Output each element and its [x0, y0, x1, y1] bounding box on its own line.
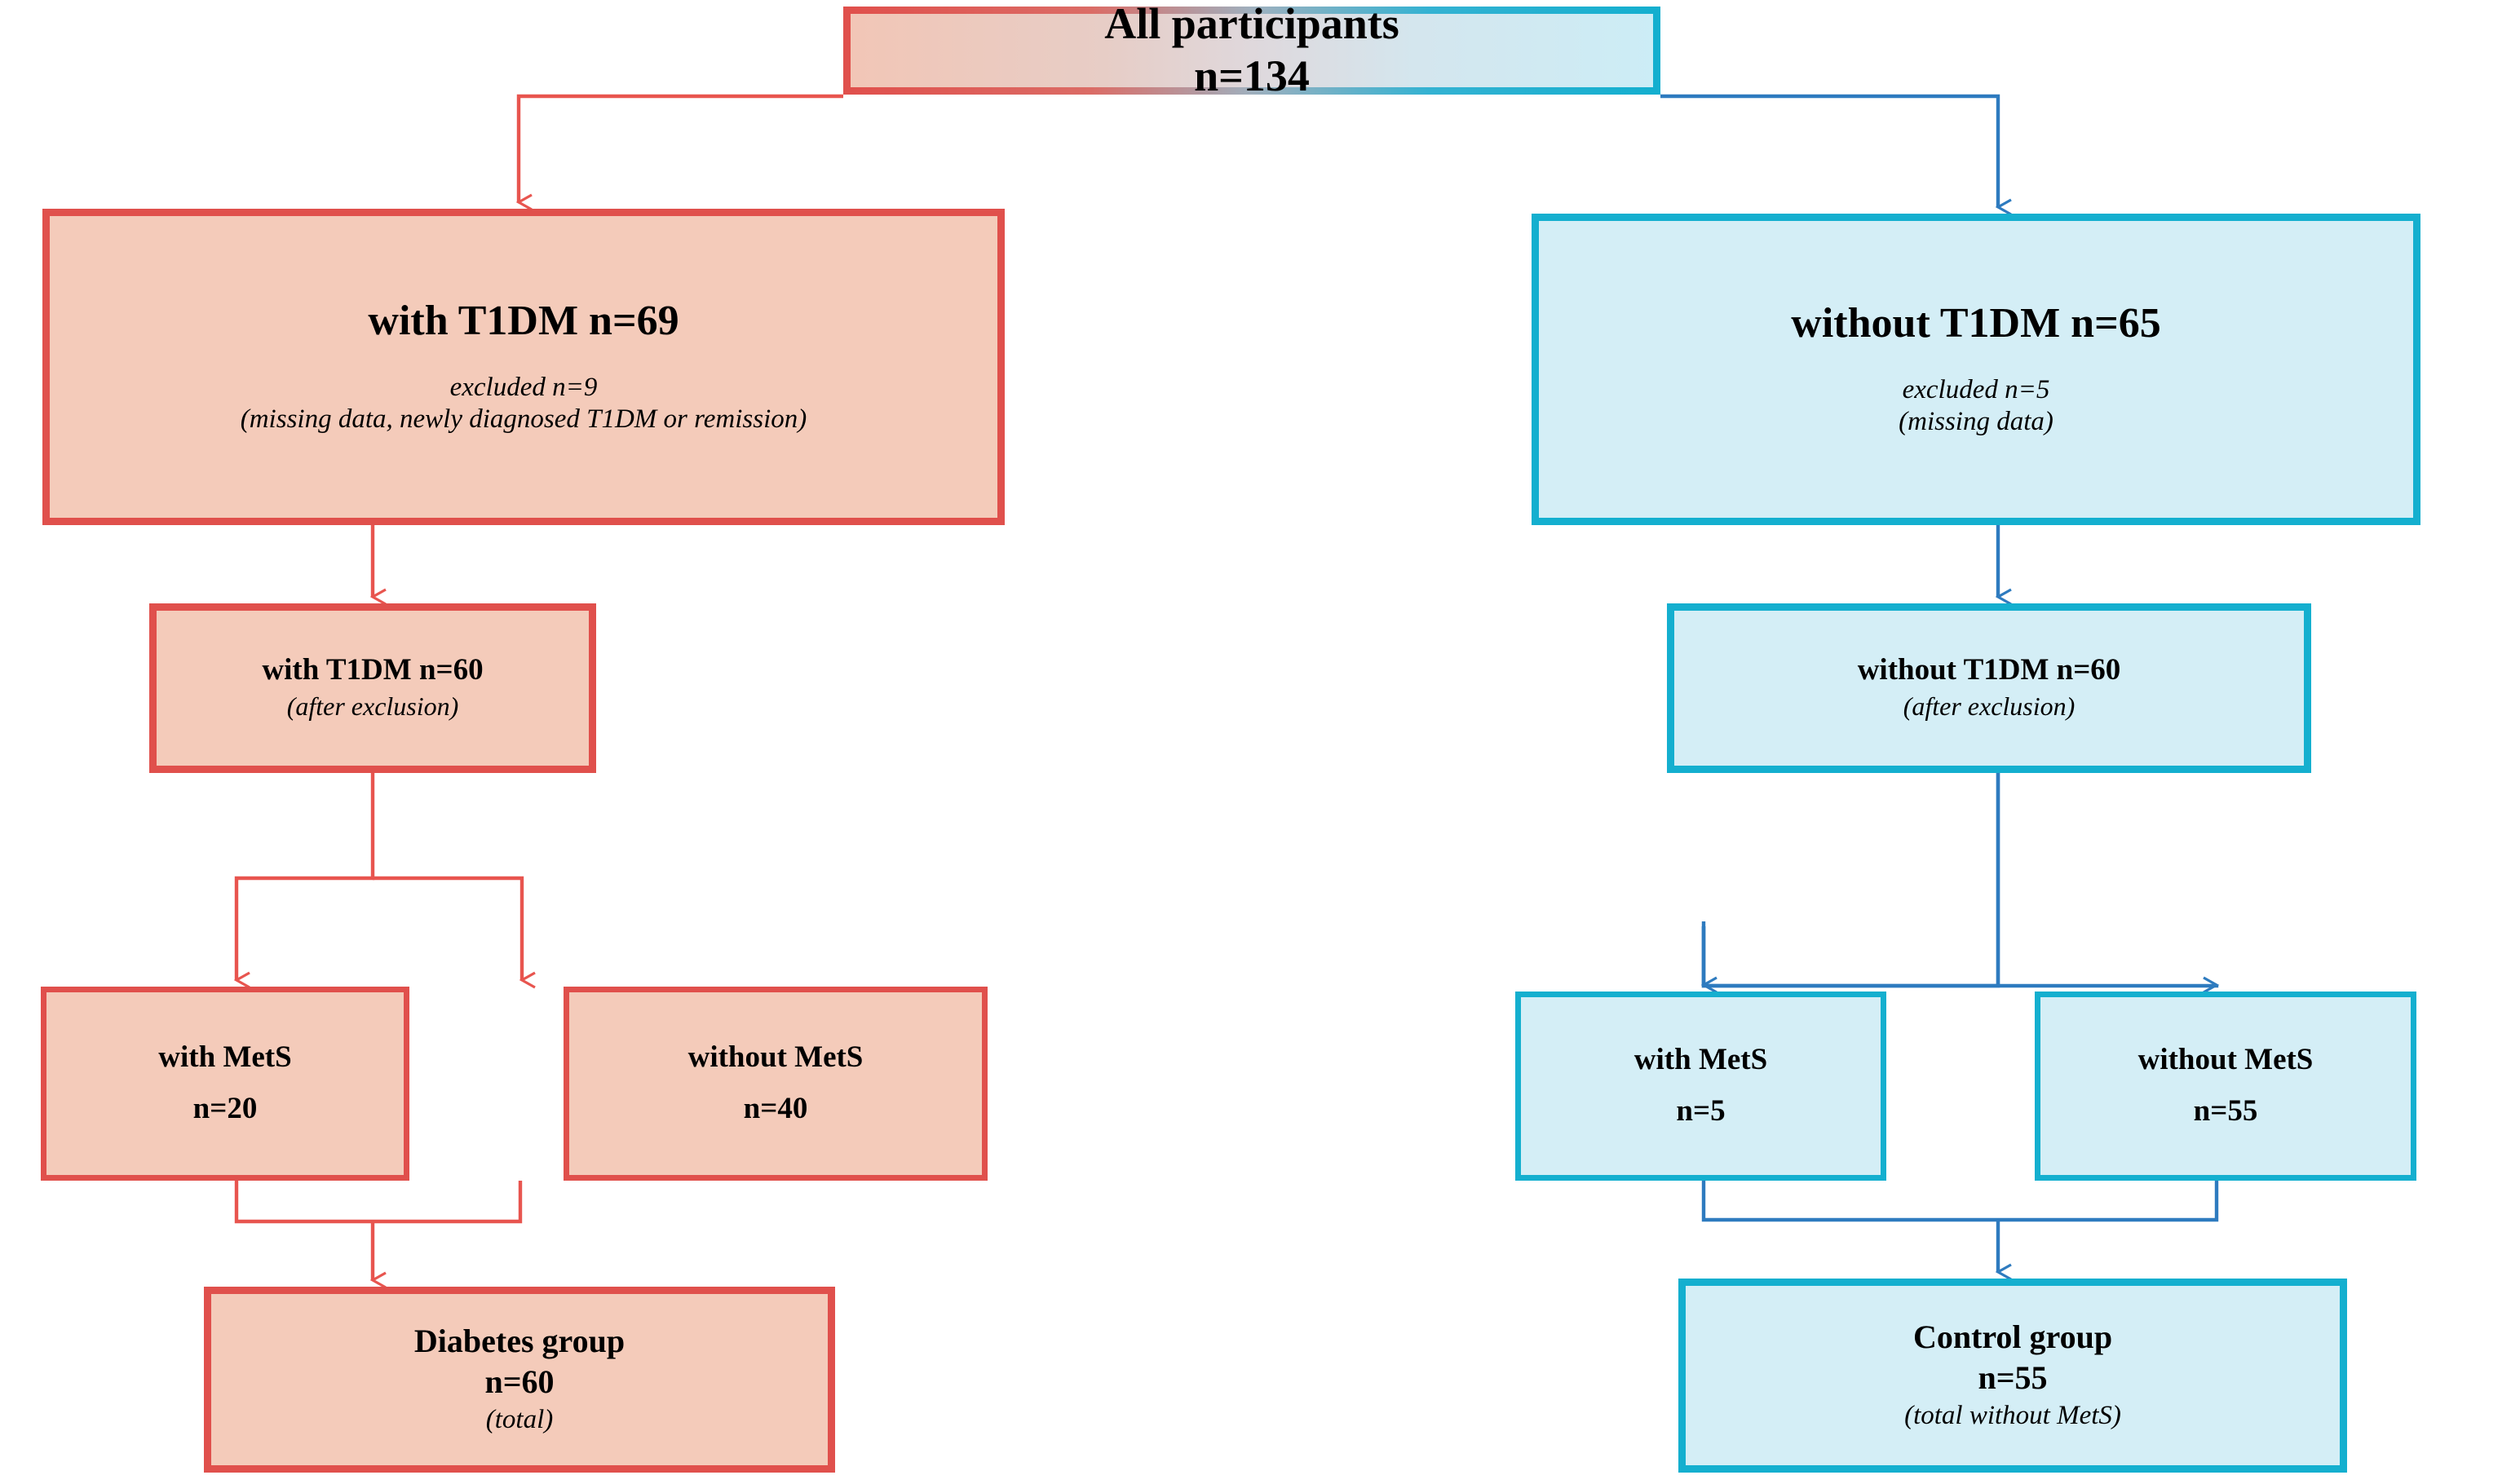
- node-diabetes-group[interactable]: Diabetes group n=60 (total): [204, 1287, 835, 1473]
- diabetes-group-title: Diabetes group: [413, 1323, 626, 1360]
- node-control-group[interactable]: Control group n=55 (total without MetS): [1678, 1279, 2347, 1473]
- root-title: All participants: [1104, 0, 1399, 48]
- edge-group-blue: [1660, 94, 2220, 1281]
- control-group-note: (total without MetS): [1904, 1400, 2121, 1430]
- edge-root-to-with-t1dm: [515, 94, 843, 211]
- control-without-mets-title: without MetS: [2137, 1042, 2314, 1076]
- with-t1dm-exclusion-reasons: (missing data, newly diagnosed T1DM or r…: [240, 404, 807, 435]
- without-t1dm-excluded: excluded n=5: [1902, 375, 2050, 405]
- root-gradient-frame: [843, 7, 1660, 95]
- without-t1dm-60-title: without T1DM n=60: [1857, 653, 2121, 687]
- diabetes-group-count: n=60: [484, 1363, 555, 1400]
- node-with-t1dm-69[interactable]: with T1DM n=69 excluded n=9 (missing dat…: [42, 209, 1005, 525]
- edge-mets-merge-rail-blue: [1701, 1181, 2219, 1222]
- control-group-count: n=55: [1978, 1358, 2048, 1396]
- edge-after-exclusion-to-without-mets-blue: [1998, 976, 2220, 994]
- control-without-mets-count: n=55: [2193, 1094, 2258, 1128]
- with-t1dm-title: with T1DM n=69: [368, 297, 679, 344]
- diabetes-without-mets-count: n=40: [743, 1092, 808, 1126]
- root-count: n=134: [1194, 51, 1310, 101]
- node-without-t1dm-60[interactable]: without T1DM n=60 (after exclusion): [1667, 603, 2311, 773]
- with-t1dm-excluded: excluded n=9: [449, 373, 598, 403]
- diabetes-with-mets-title: with MetS: [158, 1040, 292, 1074]
- edge-mets-merge-rail-red: [234, 1181, 523, 1224]
- with-t1dm-60-title: with T1DM n=60: [262, 653, 484, 687]
- diabetes-without-mets-title: without MetS: [687, 1040, 864, 1074]
- node-with-t1dm-60[interactable]: with T1DM n=60 (after exclusion): [149, 603, 596, 773]
- without-t1dm-60-note: (after exclusion): [1903, 691, 2076, 722]
- edge-after-exclusion-rail-blue: [1701, 773, 2000, 988]
- node-all-participants[interactable]: All participants n=134: [843, 0, 1660, 100]
- edge-blue-left-rail: [1701, 926, 1998, 988]
- with-t1dm-60-note: (after exclusion): [286, 691, 459, 722]
- node-diabetes-with-mets[interactable]: with MetS n=20: [41, 987, 409, 1181]
- edge-root-to-without-t1dm: [1660, 94, 2012, 216]
- without-t1dm-title: without T1DM n=65: [1791, 299, 2161, 347]
- control-with-mets-title: with MetS: [1633, 1042, 1768, 1076]
- node-diabetes-without-mets[interactable]: without MetS n=40: [564, 987, 988, 1181]
- node-control-with-mets[interactable]: with MetS n=5: [1515, 992, 1886, 1181]
- control-group-title: Control group: [1912, 1318, 2113, 1356]
- edge-after-exclusion-to-without-mets: [373, 876, 536, 989]
- diabetes-with-mets-count: n=20: [192, 1092, 258, 1126]
- diabetes-group-note: (total): [485, 1404, 554, 1434]
- without-t1dm-exclusion-reasons: (missing data): [1899, 407, 2053, 437]
- node-without-t1dm-65[interactable]: without T1DM n=65 excluded n=5 (missing …: [1532, 214, 2420, 525]
- edge-after-exclusion-to-with-mets: [233, 773, 375, 989]
- edge-group-red: [233, 94, 843, 1289]
- control-with-mets-count: n=5: [1676, 1094, 1726, 1128]
- node-control-without-mets[interactable]: without MetS n=55: [2035, 992, 2416, 1181]
